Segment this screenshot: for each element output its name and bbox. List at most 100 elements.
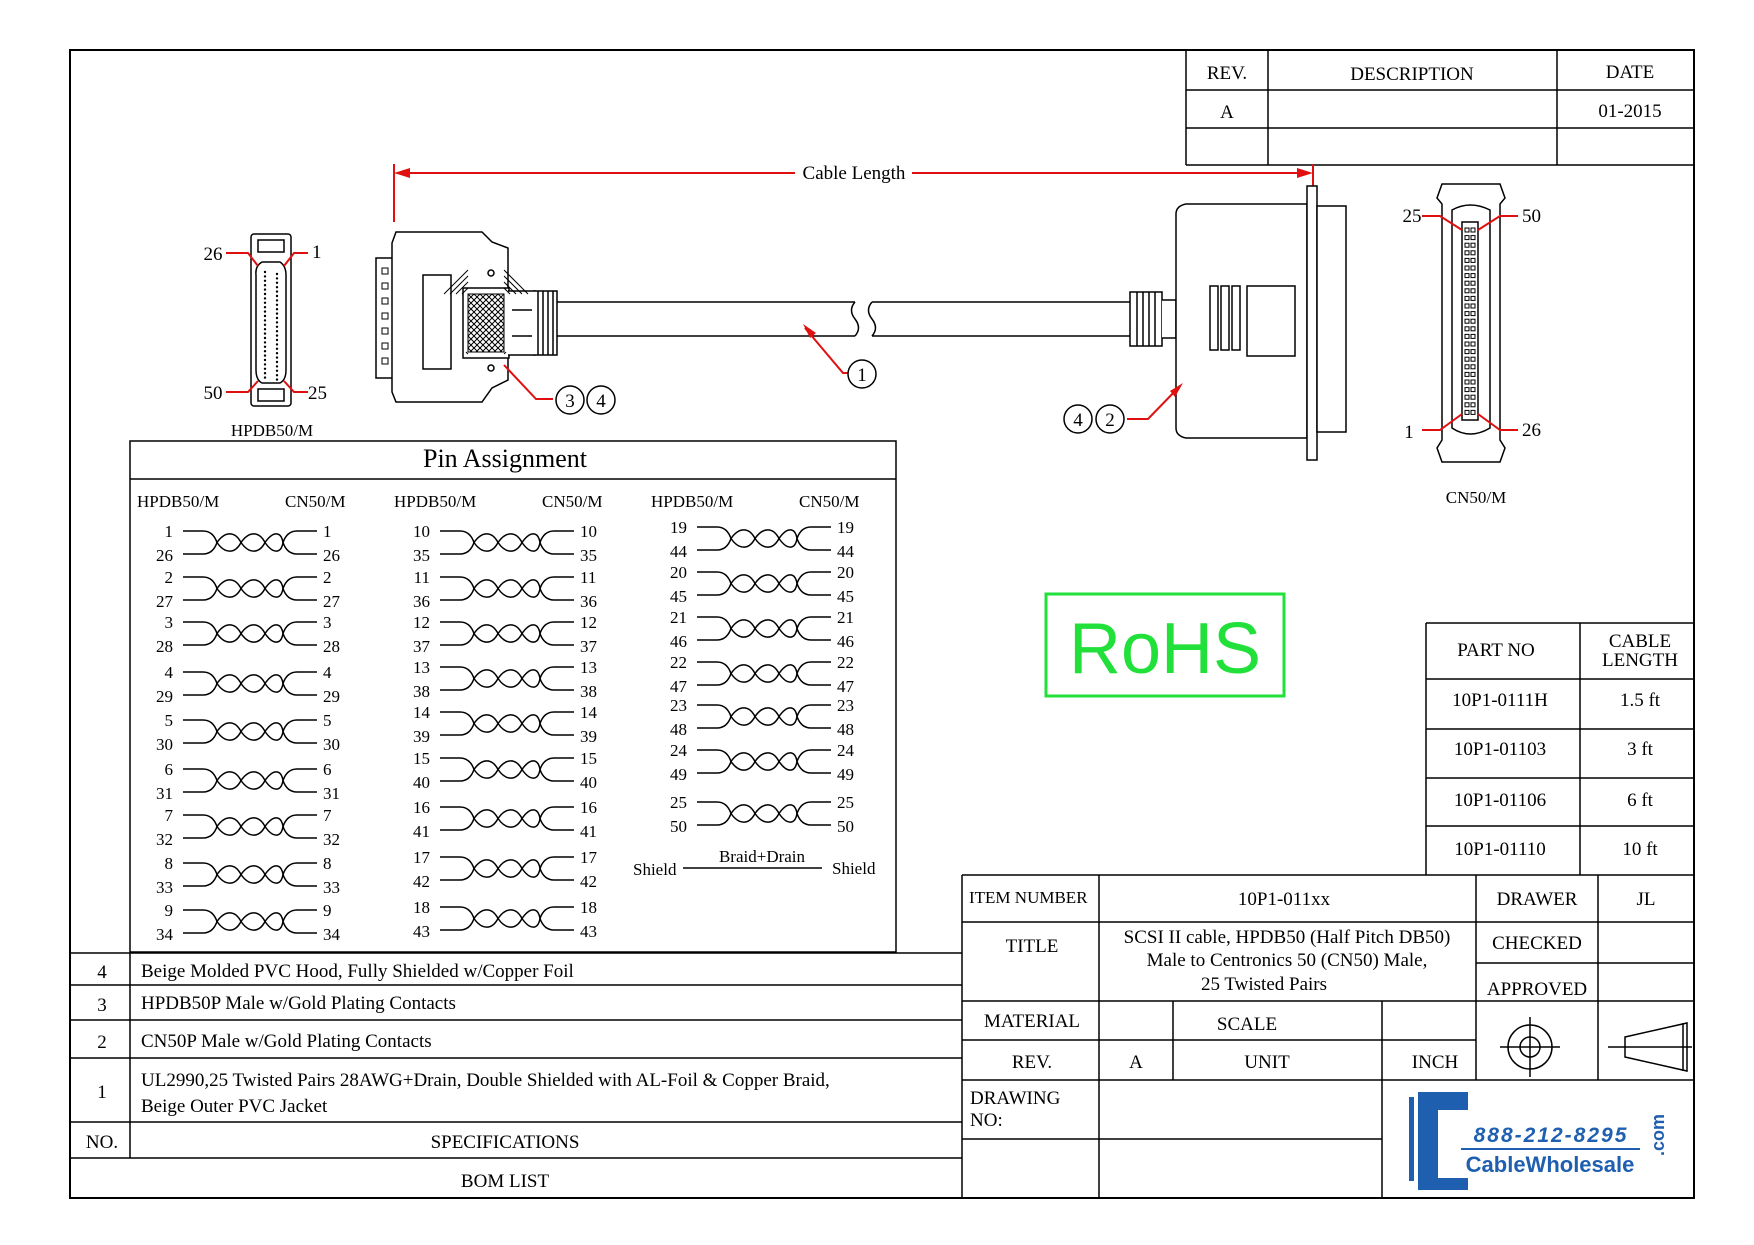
hpdb-face-pin <box>275 338 279 342</box>
pair-pin-cn-a: 2 <box>323 568 332 587</box>
pair-wire-a <box>440 666 574 682</box>
cn50-face-view <box>1436 183 1506 463</box>
hpdb-face-pin <box>263 372 267 375</box>
cn-face-pin <box>1470 227 1476 233</box>
pair-pin-hpdb-b: 40 <box>413 773 430 792</box>
hatch-line <box>465 351 469 355</box>
cn-face-pin <box>1470 303 1476 309</box>
part-row-1-length: 1.5 ft <box>1620 690 1661 711</box>
hpdb-face-pin <box>263 358 267 362</box>
cn-pin-25-label: 25 <box>1403 206 1422 227</box>
hpdb-face-pin <box>275 325 279 328</box>
braid-drain-label: Braid+Drain <box>719 847 806 866</box>
pair-wire-a <box>183 671 317 687</box>
rev-header: REV. <box>1207 63 1247 84</box>
pair-wire-a <box>440 530 574 546</box>
callout-2-number: 2 <box>1105 410 1115 431</box>
pair-pin-cn-b: 45 <box>837 587 854 606</box>
pair-wire-a <box>183 909 317 925</box>
cn-face-pin <box>1464 311 1470 317</box>
pair-pin-hpdb-b: 46 <box>670 632 687 651</box>
pair-pin-hpdb-a: 15 <box>413 749 430 768</box>
cable-length-label: Cable Length <box>803 163 906 184</box>
callout-1-leader <box>803 324 850 374</box>
pair-wire-a <box>440 856 574 872</box>
pair-pin-hpdb-b: 49 <box>670 765 687 784</box>
pair-pin-cn-b: 41 <box>580 822 597 841</box>
pair-pin-cn-b: 50 <box>837 817 854 836</box>
hpdb-face-pin <box>275 356 279 359</box>
pair-wire-b <box>183 823 317 839</box>
logo-phone: 888-212-8295 <box>1474 1124 1629 1147</box>
hpdb-face-pin <box>275 312 279 315</box>
pair-pin-hpdb-a: 21 <box>670 608 687 627</box>
hpdb-face-pin <box>275 303 279 306</box>
pair-pin-cn-b: 42 <box>580 872 597 891</box>
cablewholesale-logo <box>1409 1092 1640 1190</box>
hpdb-face-pin <box>275 281 279 284</box>
pair-pin-cn-b: 39 <box>580 727 597 746</box>
cn-face-pin <box>1464 273 1470 279</box>
hpdb50-hatch-lines <box>443 269 529 355</box>
cn-face-pin <box>1470 242 1476 248</box>
cn-face-pin <box>1470 387 1476 393</box>
hpdb-side-pin <box>381 357 389 365</box>
pair-pin-hpdb-a: 23 <box>670 696 687 715</box>
pair-pin-hpdb-a: 20 <box>670 563 687 582</box>
callout-3: 3 <box>555 385 585 415</box>
title-line-1: SCSI II cable, HPDB50 (Half Pitch DB50) <box>1124 927 1451 948</box>
cn-face-pin <box>1470 311 1476 317</box>
pair-wire-b <box>697 810 831 826</box>
hpdb-face-pin <box>263 284 267 287</box>
pair-pin-cn-a: 4 <box>323 663 332 682</box>
pair-wire-a <box>440 906 574 922</box>
cn-face-pin <box>1464 318 1470 324</box>
hpdb-face-pin <box>275 272 279 276</box>
hatch-line <box>443 269 469 295</box>
rohs-label: RoHS <box>1069 609 1261 689</box>
pair-pin-hpdb-b: 34 <box>156 925 174 944</box>
pair-pin-hpdb-b: 43 <box>413 922 430 941</box>
cn-face-pin <box>1470 288 1476 294</box>
pair-pin-cn-b: 34 <box>323 925 341 944</box>
cn50-face-pins <box>1464 227 1476 415</box>
cn-face-pin <box>1464 333 1470 339</box>
hpdb-face-pin <box>263 341 267 344</box>
hatch-line <box>469 317 505 353</box>
pair-wire-a <box>440 711 574 727</box>
hpdb-pin-1-label: 1 <box>312 242 322 263</box>
cn-face-pin <box>1464 288 1470 294</box>
cn-face-pin <box>1470 257 1476 263</box>
pair-pin-cn-b: 32 <box>323 830 340 849</box>
pair-pin-hpdb-a: 10 <box>413 522 430 541</box>
hatch-line <box>467 293 499 325</box>
hpdb-face-pin <box>275 277 279 280</box>
bom-no-header: NO. <box>86 1132 118 1153</box>
hatch-line <box>467 293 493 319</box>
hpdb-face-pin <box>263 354 267 357</box>
pair-pin-cn-b: 27 <box>323 592 341 611</box>
outer-border <box>69 49 1695 1199</box>
hatch-line <box>467 293 481 307</box>
hpdb-face-pin <box>275 321 279 324</box>
pair-pin-cn-a: 17 <box>580 848 598 867</box>
cn-face-pin <box>1470 265 1476 271</box>
bom-row-3-no: 3 <box>97 995 107 1016</box>
hatch-line <box>461 287 469 295</box>
pair-pin-hpdb-b: 36 <box>413 592 430 611</box>
pair-pin-cn-a: 3 <box>323 613 332 632</box>
pair-pin-hpdb-a: 3 <box>165 613 174 632</box>
cn-pin-50-label: 50 <box>1522 206 1541 227</box>
pair-pin-cn-a: 19 <box>837 518 854 537</box>
cn-pin-26-label: 26 <box>1522 420 1541 441</box>
cn-face-pin <box>1470 364 1476 370</box>
revision-block <box>1185 50 1694 166</box>
pair-pin-cn-a: 14 <box>580 703 598 722</box>
hpdb-face-pin <box>263 336 267 340</box>
cn-face-pin <box>1464 326 1470 332</box>
